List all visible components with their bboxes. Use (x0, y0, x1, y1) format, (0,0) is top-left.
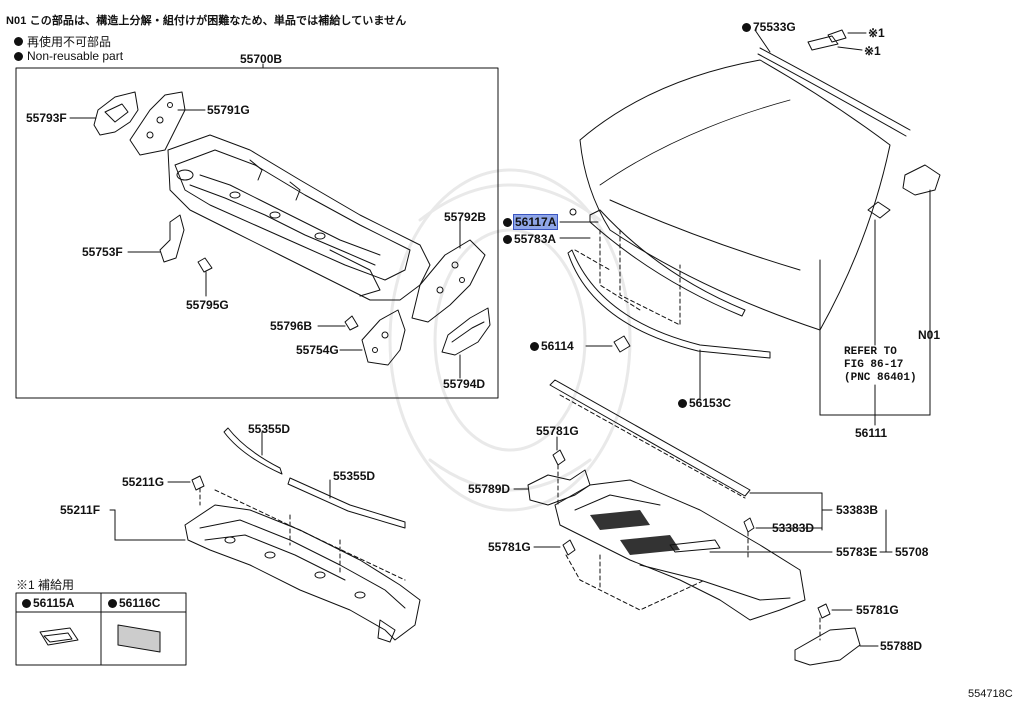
non-reusable-bullet-icon (22, 599, 31, 608)
bracket-55794d (441, 307, 491, 379)
group-box-55700b (15, 67, 499, 399)
part-number: 75533G (753, 20, 796, 34)
part-label-55700b[interactable]: 55700B (240, 52, 283, 66)
legend-en: Non-reusable part (14, 49, 123, 63)
refer-to-figure-note[interactable]: REFER TO FIG 86-17 (PNC 86401) (844, 346, 917, 384)
cowl-panel-55700b (167, 134, 431, 301)
diagram-id: 554718C (968, 688, 1013, 700)
header-note: N01 この部品は、構造上分解・組付けが困難なため、単品では補給していません (6, 15, 407, 27)
part-number: 56115A (33, 596, 75, 610)
non-reusable-bullet-icon (742, 23, 751, 32)
part-number: 56114 (541, 339, 574, 353)
part-label-55781g-b[interactable]: 55781G (488, 540, 531, 554)
mark-1-label-b: ※1 (864, 44, 881, 58)
clip-mount-n01 (807, 29, 941, 219)
supply-item-56116c[interactable]: 56116C (108, 596, 160, 610)
part-label-55796b[interactable]: 55796B (270, 319, 313, 333)
moulding-56153c (567, 249, 771, 401)
part-number: 56116C (119, 596, 161, 610)
part-label-55211f[interactable]: 55211F (60, 503, 101, 517)
bracket-55754g (339, 309, 406, 366)
part-label-55793f[interactable]: 55793F (26, 111, 67, 125)
part-label-55788d[interactable]: 55788D (880, 639, 923, 653)
clip-55211g (167, 475, 205, 491)
part-label-n01[interactable]: N01 (918, 328, 941, 342)
part-label-56114[interactable]: 56114 (530, 339, 574, 353)
non-reusable-bullet-icon (503, 235, 512, 244)
non-reusable-bullet-icon (503, 218, 512, 227)
bracket-55753f (127, 214, 185, 263)
part-label-56117a[interactable]: 56117A (503, 214, 559, 230)
part-label-55781g-a[interactable]: 55781G (536, 424, 579, 438)
part-label-53383b[interactable]: 53383B (836, 503, 879, 517)
clip-55796b (317, 315, 359, 331)
cowl-seal-upper (549, 379, 751, 499)
legend-jp: 再使用不可部品 (14, 33, 111, 50)
part-number-highlighted: 56117A (512, 214, 559, 230)
part-label-55783a[interactable]: 55783A (503, 232, 556, 246)
part-label-55792b[interactable]: 55792B (444, 210, 487, 224)
bracket-53383b (709, 492, 893, 553)
part-label-55355d-b[interactable]: 55355D (333, 469, 376, 483)
bracket-55793f (69, 91, 139, 136)
part-label-75533g[interactable]: 75533G (742, 20, 796, 34)
bracket-55789d (513, 469, 591, 506)
supply-item-56115a[interactable]: 56115A (22, 596, 74, 610)
moulding-75533g (754, 29, 911, 137)
part-label-56153c[interactable]: 56153C (678, 396, 731, 410)
non-reusable-bullet-icon (530, 342, 539, 351)
clips-55781g (533, 436, 853, 619)
part-label-56111[interactable]: 56111 (855, 426, 888, 440)
bracket-56111 (819, 189, 931, 426)
bracket-55792b (411, 219, 486, 323)
moulding-55783a (559, 208, 746, 317)
part-label-55789d[interactable]: 55789D (468, 482, 511, 496)
part-label-55355d-a[interactable]: 55355D (248, 422, 291, 436)
mark-1-label-a: ※1 (868, 26, 885, 40)
part-label-55795g[interactable]: 55795G (186, 298, 229, 312)
bracket-55791g (129, 91, 206, 156)
part-label-55781g-c[interactable]: 55781G (856, 603, 899, 617)
bracket-55788d (794, 627, 879, 666)
part-label-55794d[interactable]: 55794D (443, 377, 486, 391)
supply-legend-title: ※1 補給用 (16, 578, 75, 592)
part-icon-56116c (117, 624, 161, 653)
windshield-glass (579, 59, 891, 331)
seal-55355d (223, 427, 406, 529)
legend-jp-text: 再使用不可部品 (27, 35, 112, 49)
part-label-55708[interactable]: 55708 (895, 545, 929, 559)
part-label-55753f[interactable]: 55753F (82, 245, 123, 259)
part-label-55783e[interactable]: 55783E (836, 545, 878, 559)
part-label-55211g[interactable]: 55211G (122, 475, 165, 489)
part-number: 55783A (514, 232, 557, 246)
part-label-53383d[interactable]: 53383D (772, 521, 815, 535)
cowl-panel-55211f (109, 504, 421, 643)
clip-55795g (197, 257, 213, 297)
clip-56114 (585, 335, 631, 353)
part-icon-56115a (39, 627, 79, 646)
non-reusable-bullet-icon (14, 51, 23, 61)
legend-en-text: Non-reusable part (27, 49, 124, 63)
non-reusable-bullet-icon (678, 399, 687, 408)
part-label-55754g[interactable]: 55754G (296, 343, 339, 357)
non-reusable-bullet-icon (108, 599, 117, 608)
part-number: 56153C (689, 396, 732, 410)
non-reusable-bullet-icon (14, 37, 23, 46)
watermark-emblem (388, 168, 632, 512)
cowl-panel-55708 (554, 479, 806, 621)
part-label-55791g[interactable]: 55791G (207, 103, 250, 117)
